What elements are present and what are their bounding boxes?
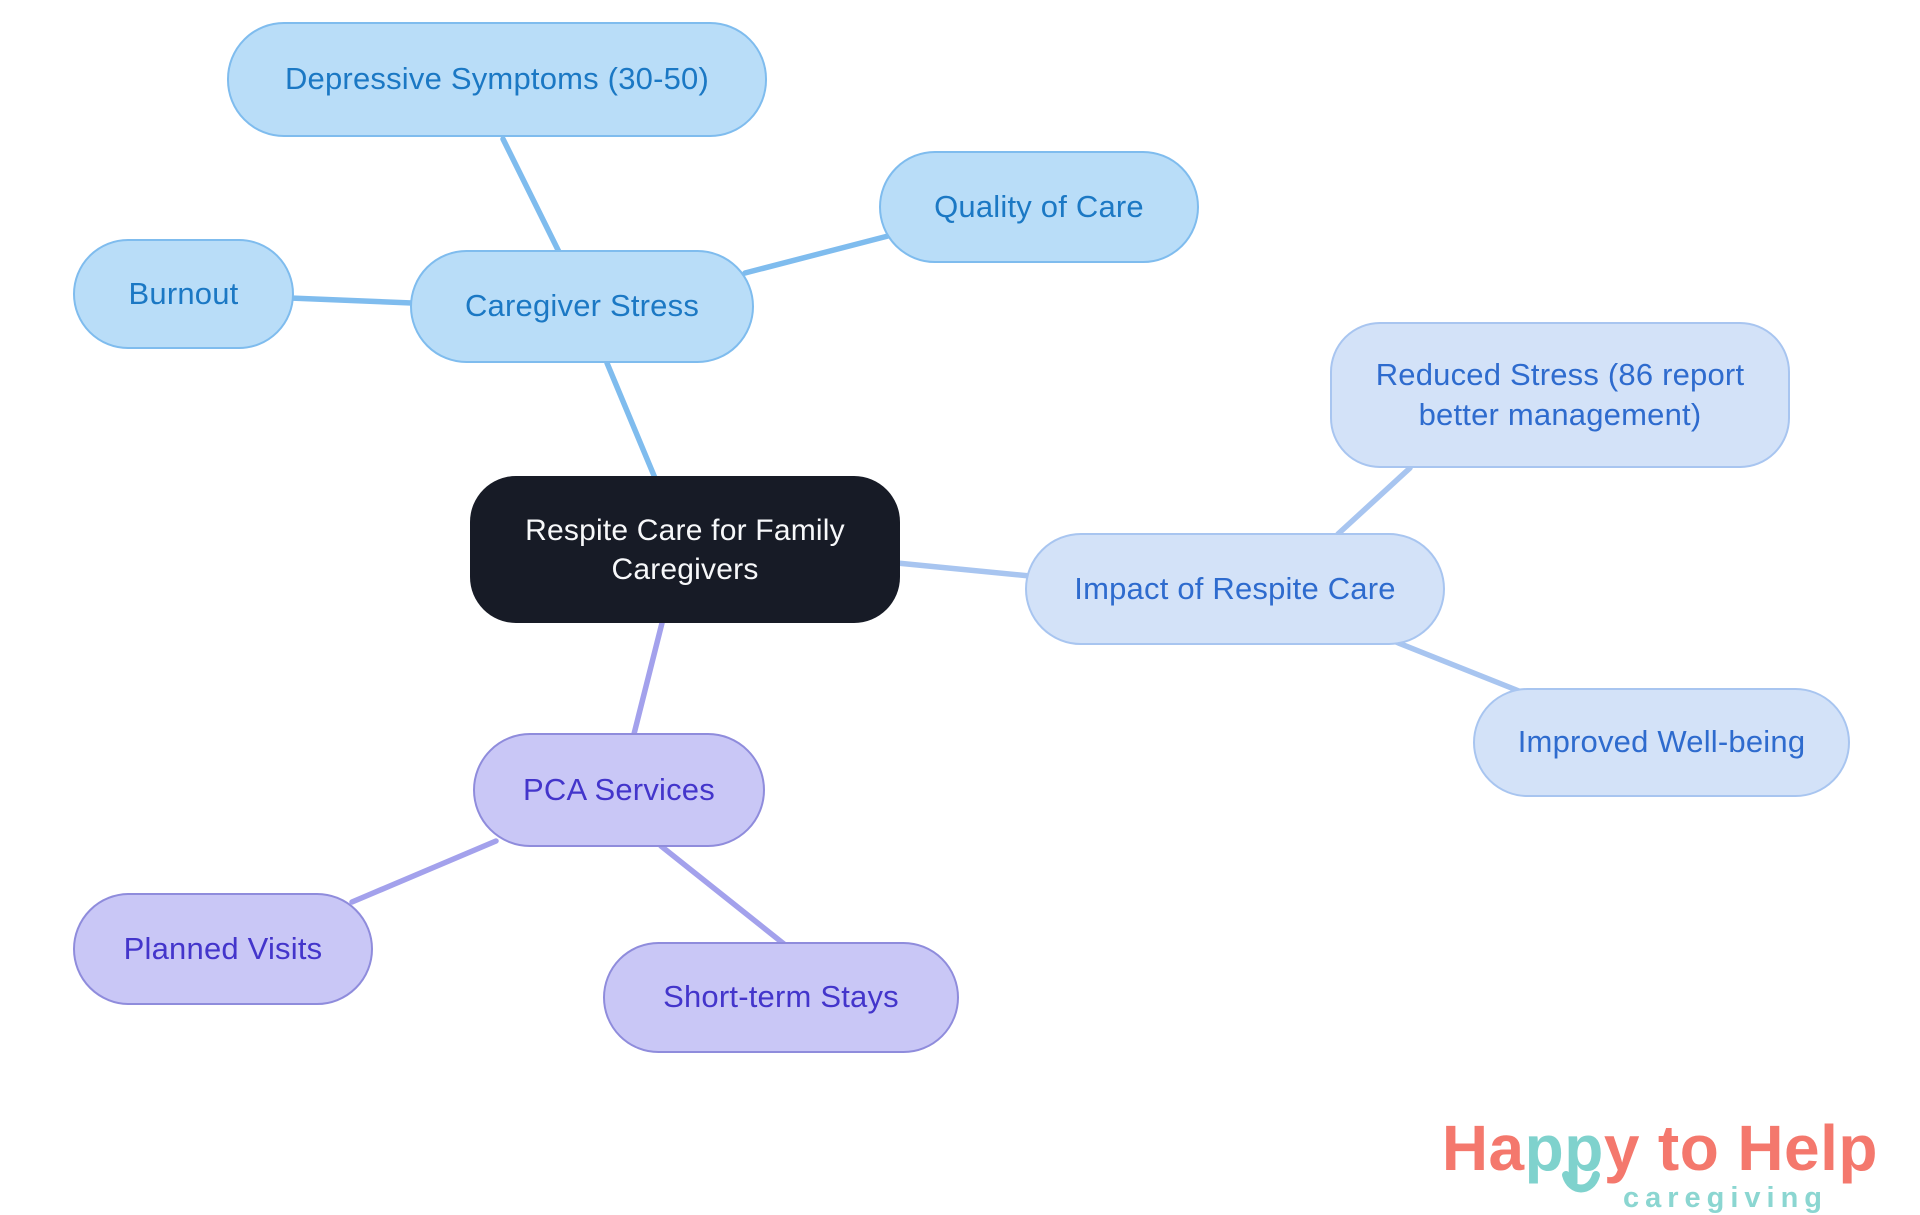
node-label-central: Respite Care for Family Caregivers [525,513,845,586]
brand-pp-with-smile: pp [1525,1116,1604,1193]
smile-icon [1561,1171,1600,1193]
node-label-pca-services: PCA Services [523,771,715,807]
edge-improved-impact [1393,639,1527,696]
node-pca-services: PCA Services [473,733,765,847]
node-label-reduced-stress: Reduced Stress (86 report better managem… [1375,356,1745,432]
brand-tagline: caregiving [1622,1182,1828,1214]
edge-burnout-caregiver-stress [287,295,415,306]
edge-planned-pca [349,838,499,905]
node-planned-visits: Planned Visits [73,893,373,1005]
node-label-short-term-stays: Short-term Stays [663,979,899,1015]
brand-text-ha: Ha [1441,1112,1525,1184]
node-label-caregiver-stress: Caregiver Stress [464,288,700,324]
edge-quality-caregiver-stress [742,233,891,276]
node-quality-of-care: Quality of Care [879,151,1199,263]
brand-text-help: Help [1737,1112,1878,1184]
node-reduced-stress: Reduced Stress (86 report better managem… [1330,322,1790,468]
brand-text-y: y [1603,1112,1640,1184]
brand-text-to: to [1657,1112,1720,1184]
node-label-planned-visits: Planned Visits [123,930,323,966]
edge-depressive-caregiver-stress [500,136,563,257]
node-label-burnout: Burnout [128,275,239,311]
node-impact-of-respite-care: Impact of Respite Care [1025,533,1445,645]
node-depressive-symptoms: Depressive Symptoms (30-50) [227,22,767,137]
brand-text-pp: pp [1524,1112,1604,1184]
node-central: Respite Care for Family Caregivers [470,476,900,623]
edge-caregiver-stress-central [604,360,658,481]
node-label-impact-of-respite-care: Impact of Respite Care [1074,570,1396,606]
node-caregiver-stress: Caregiver Stress [410,250,754,363]
node-short-term-stays: Short-term Stays [603,942,959,1053]
edge-short-pca [658,843,787,947]
edge-central-pca [631,620,665,737]
node-improved-well-being: Improved Well-being [1473,688,1850,797]
edge-reduced-impact [1335,465,1413,537]
edge-central-impact [894,560,1033,579]
node-label-improved-well-being: Improved Well-being [1517,724,1806,760]
node-burnout: Burnout [73,239,294,349]
node-label-depressive-symptoms: Depressive Symptoms (30-50) [284,61,710,97]
node-label-quality-of-care: Quality of Care [934,188,1144,224]
